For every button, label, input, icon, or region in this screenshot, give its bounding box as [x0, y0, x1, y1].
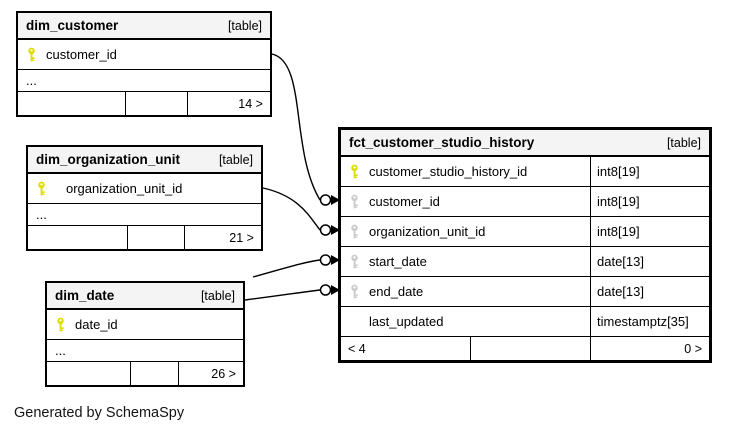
- footer-row-count: 14 >: [186, 92, 270, 115]
- footer-child-count: 0 >: [590, 337, 709, 360]
- table-fct-customer-studio-history[interactable]: fct_customer_studio_history [table] cust…: [338, 127, 712, 363]
- column-name-cell: organization_unit_id: [28, 174, 261, 203]
- table-header: dim_customer [table]: [18, 13, 270, 40]
- table-type-badge: [table]: [227, 18, 262, 33]
- primary-key-icon: [27, 47, 36, 62]
- more-columns-ellipsis: ...: [47, 340, 243, 362]
- more-columns-ellipsis: ...: [28, 204, 261, 226]
- footer-cell: [18, 92, 125, 115]
- column-row-last-updated: last_updated timestamptz[35]: [341, 307, 709, 337]
- relationship-line-end-date: [244, 284, 340, 301]
- relationship-line-organization-unit-id: [262, 187, 340, 236]
- footer-cell: [28, 226, 127, 249]
- column-name-cell: customer_id: [18, 40, 270, 69]
- column-name: customer_id: [46, 47, 117, 62]
- column-type: timestamptz[35]: [590, 307, 709, 336]
- relationship-line-start-date: [252, 254, 340, 278]
- column-name-cell: organization_unit_id: [341, 217, 590, 246]
- column-name-cell: start_date: [341, 247, 590, 276]
- column-name: organization_unit_id: [66, 181, 183, 196]
- more-columns-ellipsis: ...: [18, 70, 270, 92]
- relationship-line-customer-id: [271, 53, 340, 206]
- column-name: customer_id: [369, 194, 440, 209]
- column-row-organization-unit-id: organization_unit_id: [28, 174, 261, 204]
- zero-one-circle: [319, 224, 332, 236]
- table-footer: 14 >: [18, 92, 270, 115]
- table-type-badge: [table]: [666, 135, 701, 150]
- table-footer: 21 >: [28, 226, 261, 249]
- column-name: date_id: [75, 317, 118, 332]
- column-type: int8[19]: [590, 187, 709, 216]
- column-name: customer_studio_history_id: [369, 164, 528, 179]
- column-row-customer-studio-history-id: customer_studio_history_id int8[19]: [341, 157, 709, 187]
- generator-credit: Generated by SchemaSpy: [14, 405, 185, 421]
- table-type-badge: [table]: [218, 152, 253, 167]
- column-row-date-id: date_id: [47, 310, 243, 340]
- foreign-key-icon: [350, 254, 359, 269]
- table-dim-date[interactable]: dim_date [table] date_id ... 26 >: [45, 281, 245, 387]
- foreign-key-icon: [350, 284, 359, 299]
- column-type: date[13]: [590, 277, 709, 306]
- column-name: start_date: [369, 254, 427, 269]
- table-header: fct_customer_studio_history [table]: [341, 130, 709, 157]
- column-type: int8[19]: [590, 157, 709, 186]
- foreign-key-icon: [350, 194, 359, 209]
- table-name: dim_date: [55, 288, 115, 303]
- footer-cell: [47, 362, 130, 385]
- zero-one-circle: [319, 254, 332, 266]
- table-header: dim_date [table]: [47, 283, 243, 310]
- column-name-cell: date_id: [47, 310, 243, 339]
- primary-key-icon: [37, 181, 46, 196]
- table-header: dim_organization_unit [table]: [28, 147, 261, 174]
- column-name-cell: customer_id: [341, 187, 590, 216]
- footer-cell: [125, 92, 187, 115]
- table-dim-customer[interactable]: dim_customer [table] customer_id ... 14 …: [16, 11, 272, 117]
- column-row-customer-id: customer_id: [18, 40, 270, 70]
- table-type-badge: [table]: [200, 288, 235, 303]
- column-row-customer-id: customer_id int8[19]: [341, 187, 709, 217]
- table-name: dim_organization_unit: [36, 152, 181, 167]
- zero-one-circle: [319, 284, 332, 296]
- footer-cell: [130, 362, 178, 385]
- table-dim-organization-unit[interactable]: dim_organization_unit [table] organizati…: [26, 145, 263, 251]
- table-footer: < 4 0 >: [341, 337, 709, 360]
- zero-one-circle: [319, 194, 332, 206]
- table-name: dim_customer: [26, 18, 119, 33]
- footer-row-count: 26 >: [178, 362, 243, 385]
- column-row-end-date: end_date date[13]: [341, 277, 709, 307]
- column-name: organization_unit_id: [369, 224, 486, 239]
- column-type: date[13]: [590, 247, 709, 276]
- table-name: fct_customer_studio_history: [349, 135, 535, 150]
- primary-key-icon: [350, 164, 359, 179]
- column-name: end_date: [369, 284, 424, 299]
- column-name: last_updated: [369, 314, 444, 329]
- table-footer: 26 >: [47, 362, 243, 385]
- footer-row-count: 21 >: [184, 226, 261, 249]
- primary-key-icon: [56, 317, 65, 332]
- foreign-key-icon: [350, 224, 359, 239]
- column-row-organization-unit-id: organization_unit_id int8[19]: [341, 217, 709, 247]
- footer-cell: [127, 226, 184, 249]
- column-row-start-date: start_date date[13]: [341, 247, 709, 277]
- column-name-cell: last_updated: [341, 307, 590, 336]
- column-name-cell: customer_studio_history_id: [341, 157, 590, 186]
- footer-cell: [470, 337, 590, 360]
- footer-parent-count: < 4: [348, 341, 366, 356]
- column-type: int8[19]: [590, 217, 709, 246]
- column-name-cell: end_date: [341, 277, 590, 306]
